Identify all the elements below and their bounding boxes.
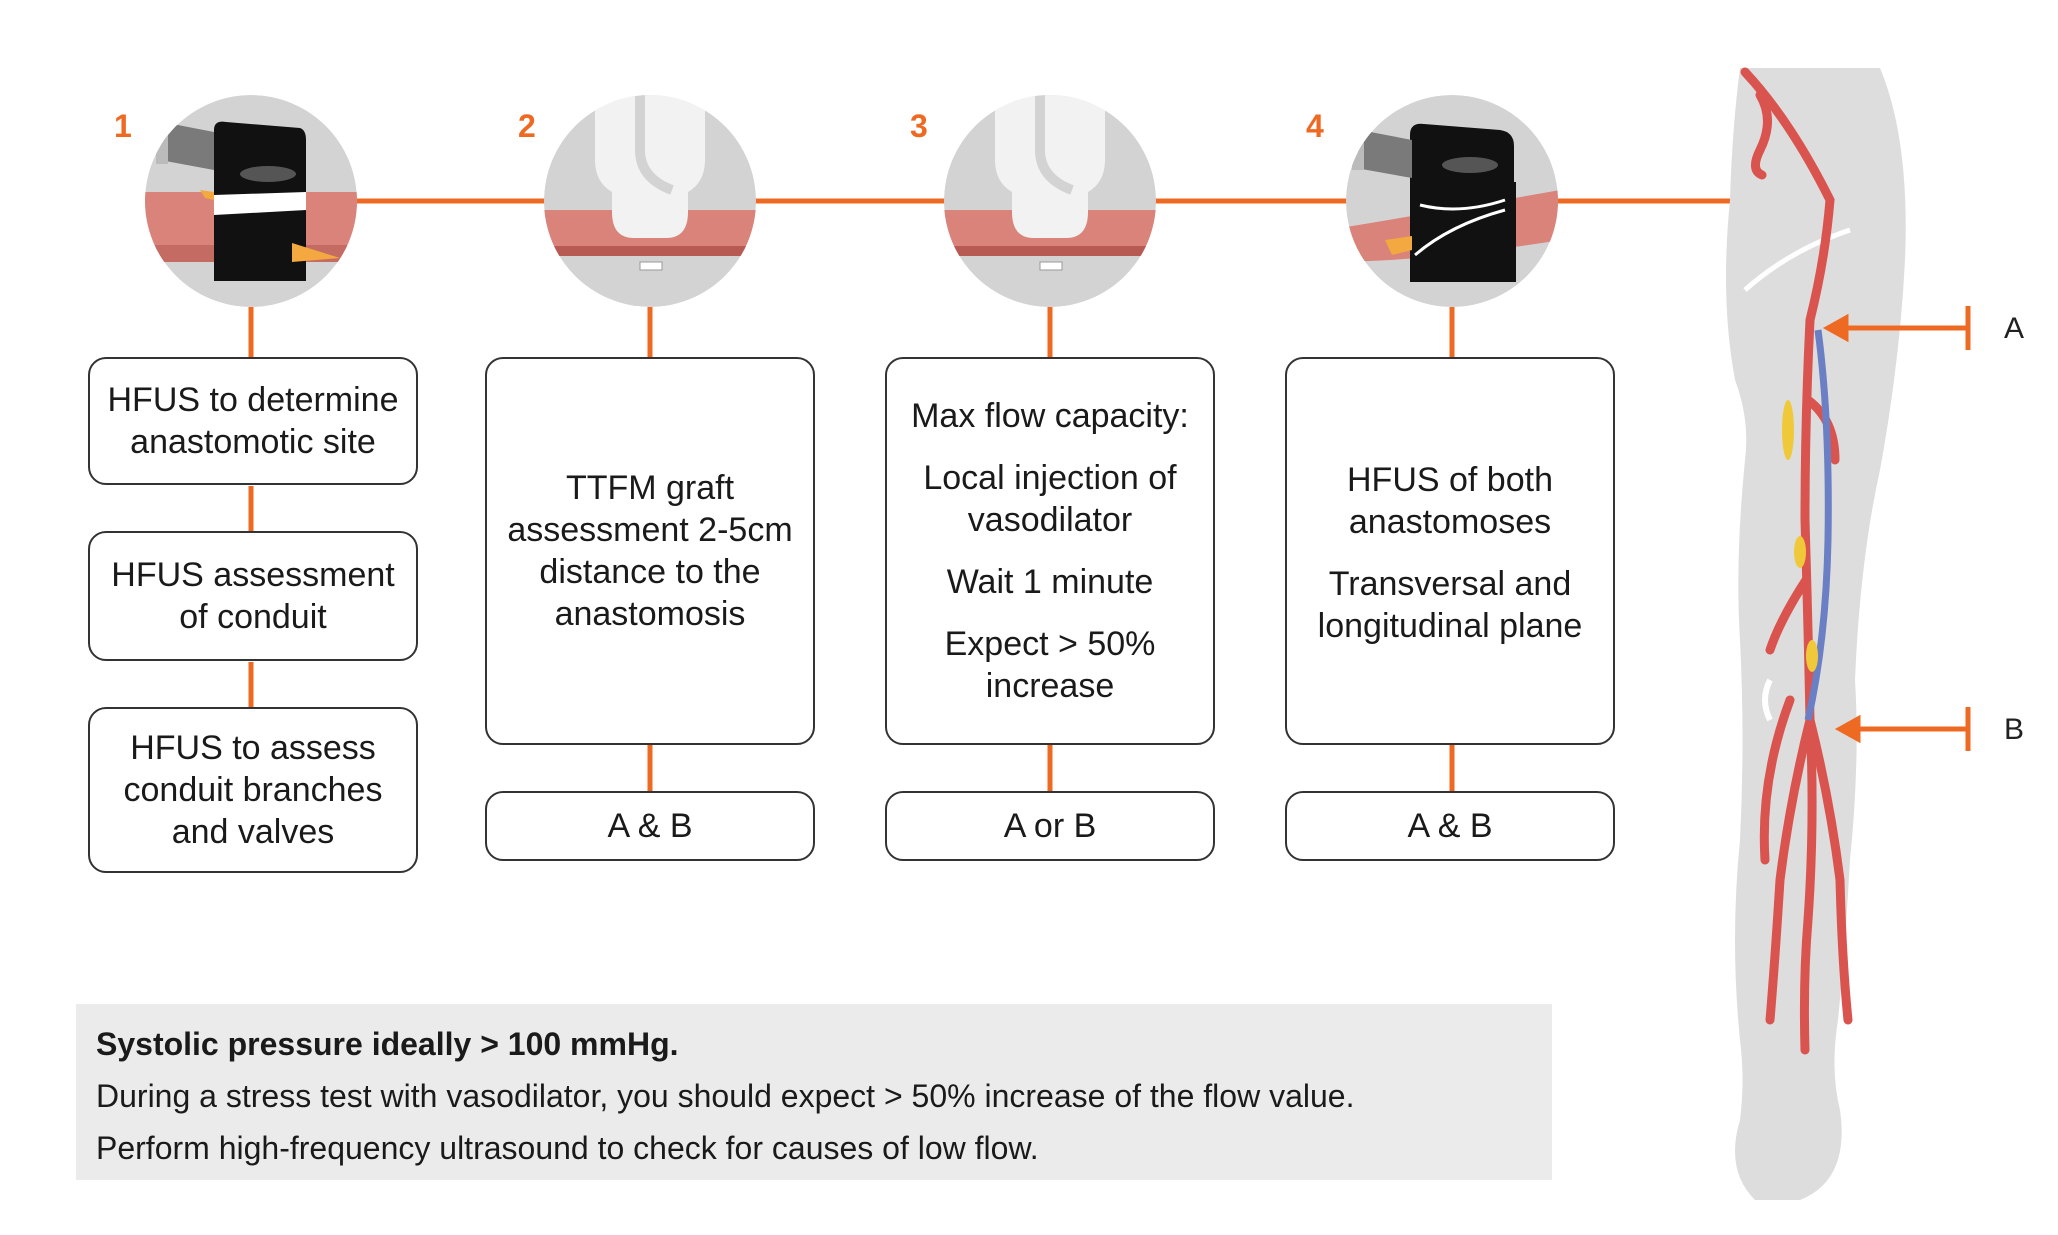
step-2-text: TTFM graft assessment 2-5cm distance to … <box>507 469 793 633</box>
step-4-box: HFUS of both anastomoses Transversal and… <box>1285 357 1615 745</box>
step-4-location: A & B <box>1407 807 1493 845</box>
step-3-location: A or B <box>1003 807 1097 845</box>
step-1-box-2-text: HFUS assessment of conduit <box>111 556 395 636</box>
anastomosis-ultrasound-icon <box>1346 95 1558 307</box>
step-2-location-box: A & B <box>485 791 815 861</box>
step-3-line-4: Expect > 50% increase <box>944 625 1156 705</box>
step-1-box-1-text: HFUS to determine anastomotic site <box>107 381 399 461</box>
step-1-box-anastomotic-site: HFUS to determine anastomotic site <box>88 357 418 485</box>
step-2-box: TTFM graft assessment 2-5cm distance to … <box>485 357 815 745</box>
step-number-1: 1 <box>114 108 132 144</box>
step-number-4: 4 <box>1306 108 1324 144</box>
marker-b-arrow <box>1834 707 1971 751</box>
marker-a-label: A <box>2004 312 2025 345</box>
step-1-box-conduit-assessment: HFUS assessment of conduit <box>88 531 418 661</box>
step-3-location-box: A or B <box>885 791 1215 861</box>
step-3-line-3: Wait 1 minute <box>946 563 1154 601</box>
step-1-box-branches-valves: HFUS to assess conduit branches and valv… <box>88 707 418 873</box>
vertical-connectors <box>248 307 1455 792</box>
step-4-line-1: HFUS of both anastomoses <box>1347 461 1553 541</box>
note-line-2: Perform high-frequency ultrasound to che… <box>96 1130 1039 1166</box>
note-title: Systolic pressure ideally > 100 mmHg. <box>96 1026 679 1062</box>
step-3-line-2: Local injection of vasodilator <box>923 459 1177 539</box>
flow-probe-icon-3 <box>944 95 1156 307</box>
step-3-line-1: Max flow capacity: <box>911 397 1189 435</box>
flow-probe-icon-2 <box>544 95 756 307</box>
step-4-line-2: Transversal and longitudinal plane <box>1317 565 1583 645</box>
step-2-location: A & B <box>607 807 693 845</box>
step-3-box: Max flow capacity: Local injection of va… <box>885 357 1215 745</box>
marker-a-arrow <box>1822 306 1971 350</box>
ultrasound-probe-icon <box>145 95 357 307</box>
step-number-2: 2 <box>518 108 536 144</box>
note-line-1: During a stress test with vasodilator, y… <box>96 1078 1355 1114</box>
step-1-box-3-text: HFUS to assess conduit branches and valv… <box>123 729 383 851</box>
step-4-location-box: A & B <box>1285 791 1615 861</box>
leg-illustration <box>1726 67 1971 1200</box>
marker-b-label: B <box>2004 713 2025 746</box>
step-number-3: 3 <box>910 108 928 144</box>
notes-panel: Systolic pressure ideally > 100 mmHg. Du… <box>76 1004 1552 1180</box>
